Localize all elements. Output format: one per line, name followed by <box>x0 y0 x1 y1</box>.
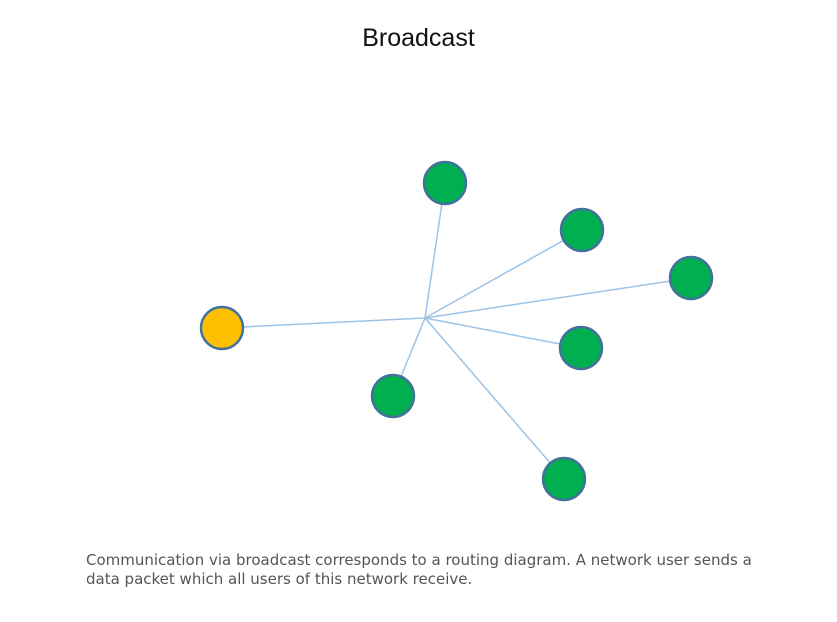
link-receiver-4 <box>424 317 582 349</box>
receiver-node <box>422 160 468 206</box>
nodes <box>199 160 714 502</box>
receiver-node <box>559 207 605 253</box>
link-sender <box>221 317 426 329</box>
receiver-node <box>370 373 416 419</box>
description-text: Communication via broadcast corresponds … <box>86 551 752 588</box>
receiver-node <box>541 456 587 502</box>
link-receiver-2 <box>424 229 583 319</box>
links <box>221 182 692 480</box>
receiver-node <box>558 325 604 371</box>
link-receiver-6 <box>424 317 565 480</box>
receiver-node <box>668 255 714 301</box>
diagram-title: Broadcast <box>362 24 475 52</box>
link-receiver-1 <box>424 182 446 319</box>
sender-node <box>199 305 245 351</box>
link-receiver-3 <box>424 277 692 319</box>
